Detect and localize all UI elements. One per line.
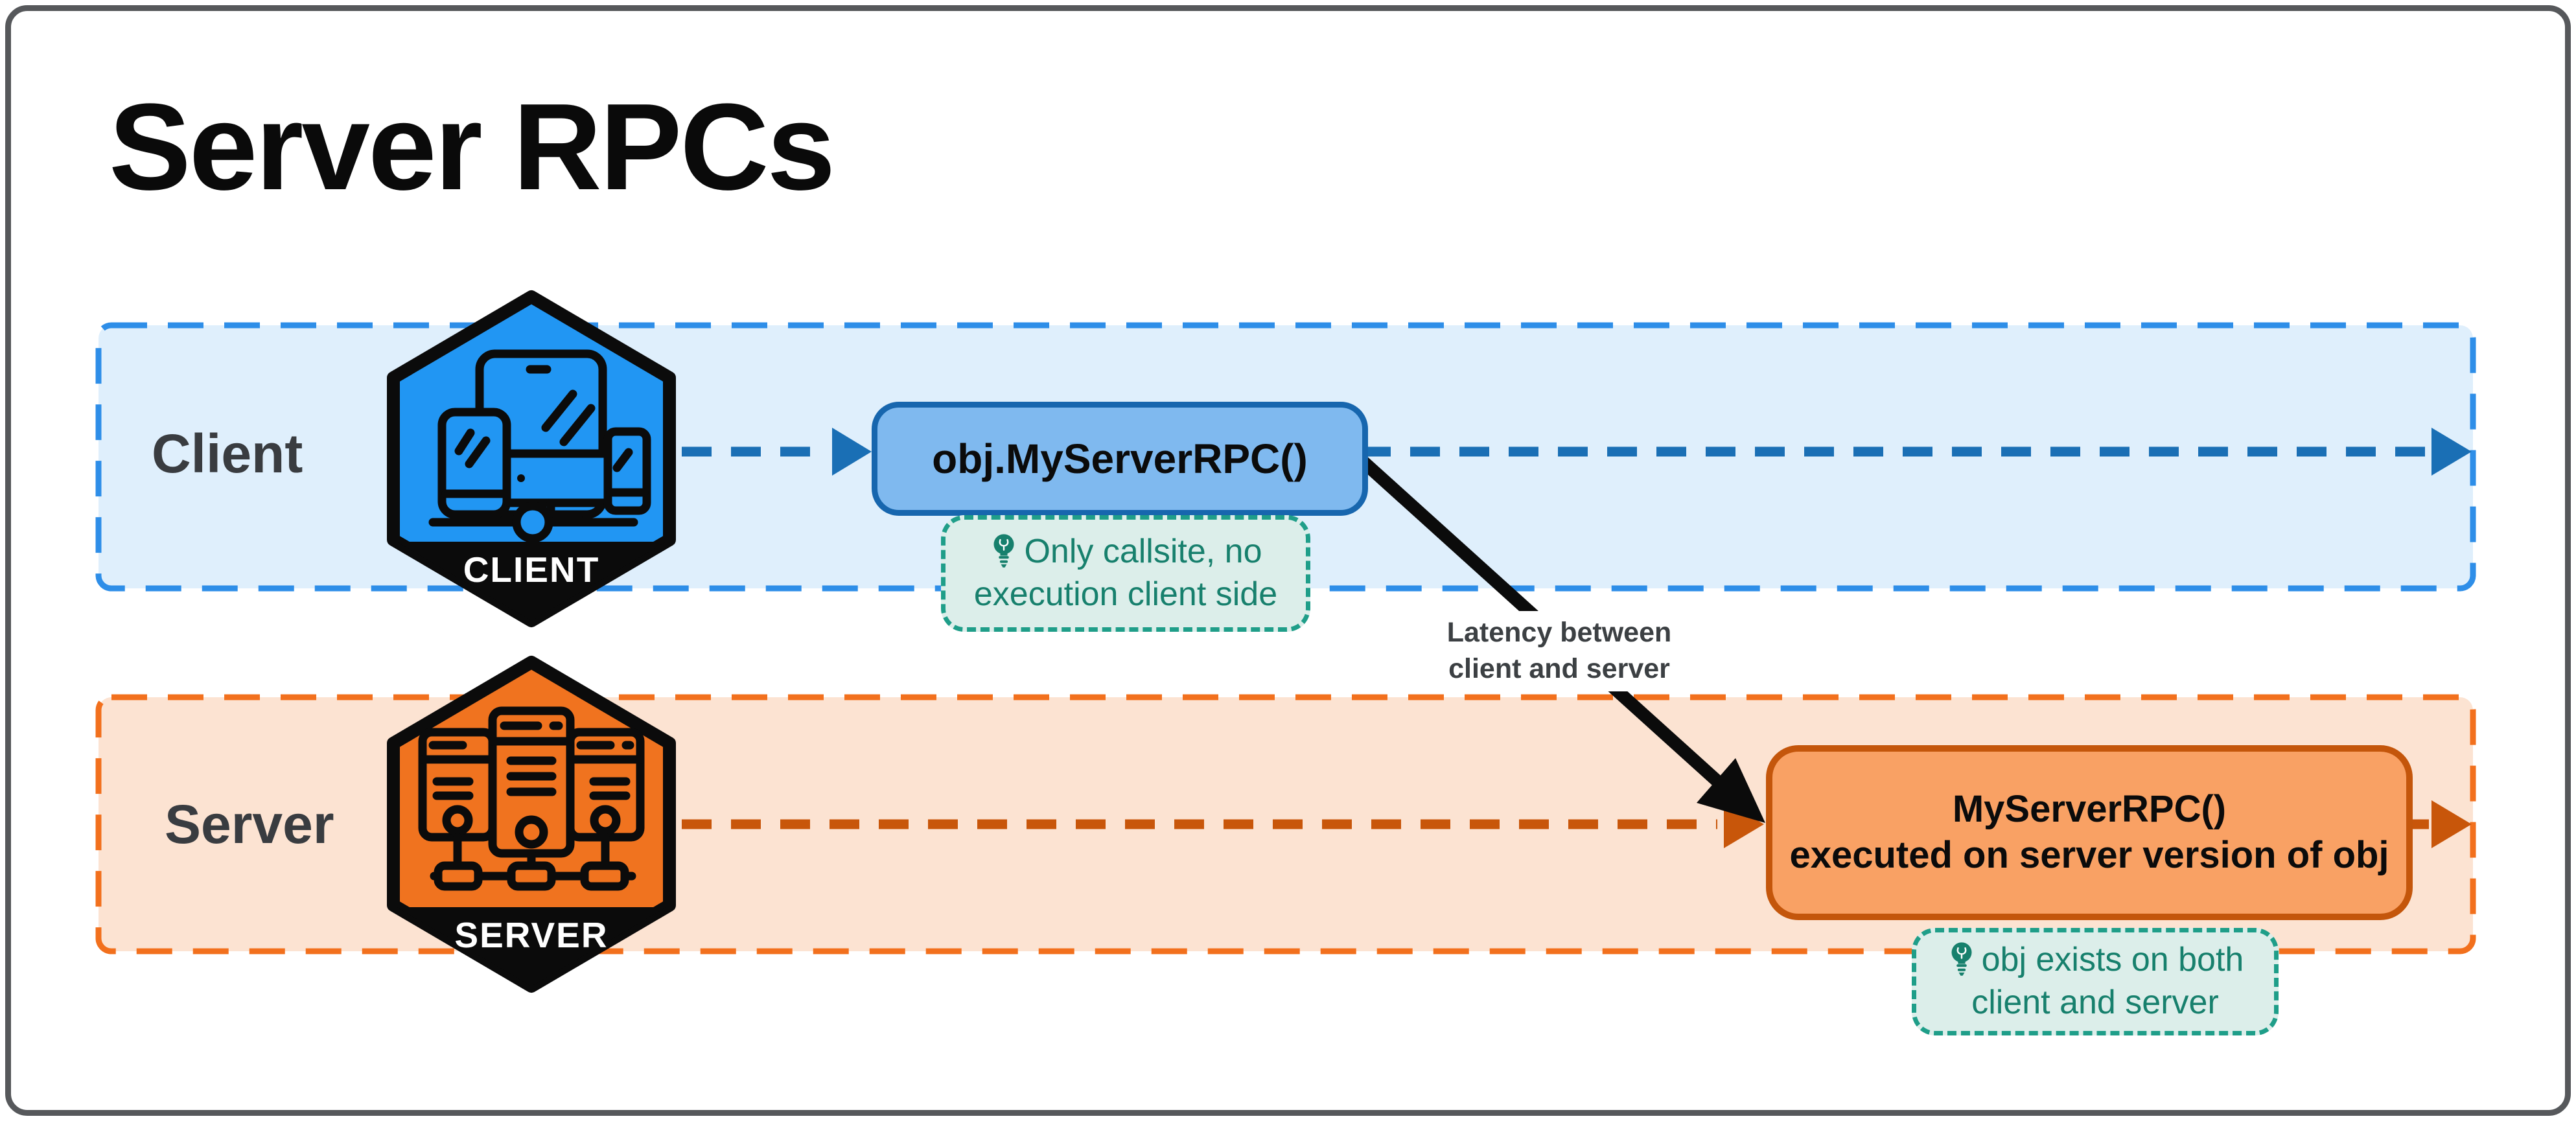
latency-arrow-label: Latency between client and server: [1419, 611, 1699, 691]
server-hexagon-badge: SERVER: [454, 915, 609, 955]
client-hexagon-badge: CLIENT: [463, 549, 600, 590]
server-exec-line2: executed on server version of obj: [1789, 834, 2389, 876]
client-callout-line1: Only callsite, no: [1024, 533, 1262, 571]
server-exec-line1: MyServerRPC(): [1952, 788, 2227, 831]
server-lane-label: Server: [165, 794, 334, 855]
client-flow-arrow: [682, 428, 2472, 476]
lightbulb-icon: [1951, 942, 1972, 977]
client-hexagon: [387, 290, 676, 627]
server-callout: obj exists on both client and server: [1912, 928, 2279, 1035]
client-call-label: obj.MyServerRPC(): [932, 435, 1308, 482]
client-call-node: obj.MyServerRPC(): [872, 402, 1368, 516]
server-execution-node: MyServerRPC() executed on server version…: [1766, 745, 2413, 920]
server-rack-icon: [418, 706, 645, 891]
lightbulb-icon: [993, 534, 1014, 568]
client-callout-line2: execution client side: [973, 575, 1278, 613]
client-devices-icon: [428, 349, 651, 543]
server-callout-line1: obj exists on both: [1981, 941, 2244, 979]
latency-label-line2: client and server: [1448, 653, 1670, 684]
client-lane-label: Client: [152, 423, 303, 484]
page-title: Server RPCs: [109, 78, 835, 216]
server-callout-line2: client and server: [1971, 984, 2219, 1021]
latency-label-line1: Latency between: [1446, 617, 1672, 648]
client-callout: Only callsite, no execution client side: [941, 515, 1310, 632]
